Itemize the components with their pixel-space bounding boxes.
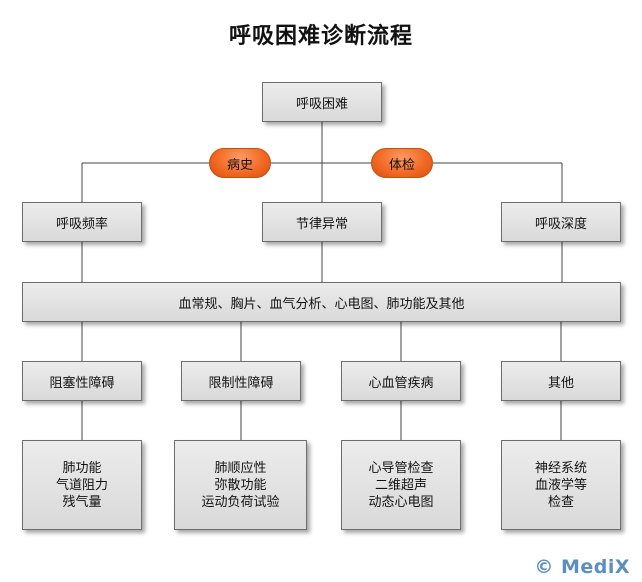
detail-line: 运动负荷试验 <box>201 494 280 510</box>
detail-line: 弥散功能 <box>214 477 267 493</box>
exams-bar: 血常规、胸片、血气分析、心电图、肺功能及其他 <box>22 282 621 322</box>
connector-label-exam: 体检 <box>371 148 433 178</box>
connector-label-history: 病史 <box>209 148 271 178</box>
category-other: 其他 <box>501 361 621 401</box>
category-cardiovascular: 心血管疾病 <box>341 361 461 401</box>
node-respiratory-rate: 呼吸频率 <box>22 202 142 242</box>
detail-line: 二维超声 <box>374 477 427 493</box>
detail-line: 检查 <box>547 494 574 510</box>
detail-line: 神经系统 <box>534 460 587 476</box>
detail-line: 肺顺应性 <box>214 460 267 476</box>
node-rhythm-abnormal: 节律异常 <box>262 202 382 242</box>
watermark: © MediX <box>534 556 630 578</box>
root-node: 呼吸困难 <box>262 82 382 122</box>
node-respiratory-depth: 呼吸深度 <box>501 202 621 242</box>
detail-line: 肺功能 <box>62 460 102 476</box>
category-restrictive: 限制性障碍 <box>181 361 301 401</box>
detail-restrictive: 肺顺应性 弥散功能 运动负荷试验 <box>174 440 307 530</box>
detail-other: 神经系统 血液学等 检查 <box>501 440 621 530</box>
diagram-title: 呼吸困难诊断流程 <box>228 23 413 49</box>
detail-line: 血液学等 <box>534 477 587 493</box>
category-obstructive: 阻塞性障碍 <box>22 361 142 401</box>
detail-line: 心导管检查 <box>368 460 434 476</box>
detail-cardiovascular: 心导管检查 二维超声 动态心电图 <box>341 440 461 530</box>
detail-obstructive: 肺功能 气道阻力 残气量 <box>22 440 142 530</box>
detail-line: 气道阻力 <box>55 477 108 493</box>
detail-line: 动态心电图 <box>368 494 434 510</box>
detail-line: 残气量 <box>62 494 102 510</box>
